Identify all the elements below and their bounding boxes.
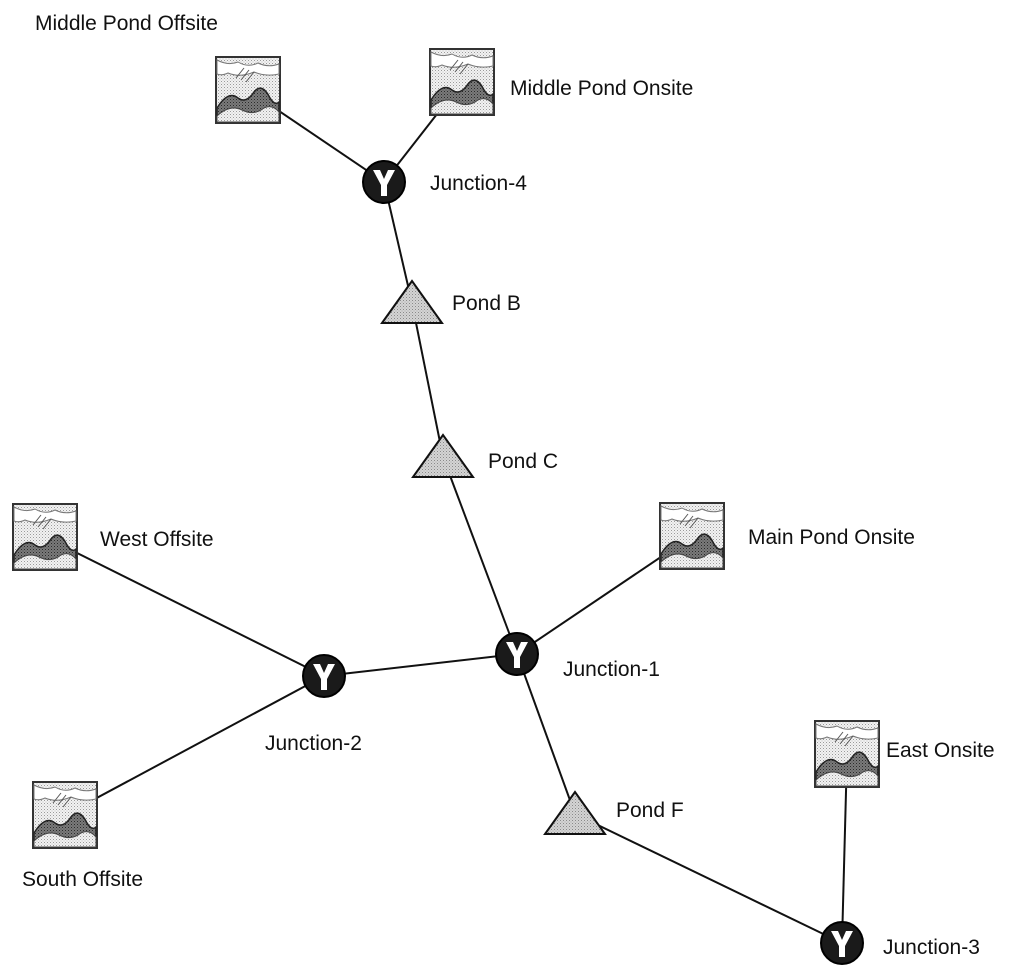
link-junction-2-to-junction-1 — [323, 653, 518, 677]
node-label-east-onsite: East Onsite — [886, 739, 995, 762]
links-layer — [44, 81, 848, 944]
pond-icon — [544, 791, 606, 835]
subbasin-icon — [659, 502, 725, 570]
junction-icon — [362, 160, 406, 204]
junction-icon — [495, 632, 539, 676]
subbasin-node-middle-pond-onsite[interactable] — [429, 48, 495, 116]
pond-node-pond-c[interactable] — [412, 434, 474, 478]
subbasin-node-main-pond-onsite[interactable] — [659, 502, 725, 570]
subbasin-node-middle-pond-offsite[interactable] — [215, 56, 281, 124]
node-label-junction-4: Junction-4 — [430, 172, 527, 195]
pond-node-pond-b[interactable] — [381, 280, 443, 324]
node-label-junction-2: Junction-2 — [265, 732, 362, 755]
link-pond-f-to-junction-3 — [574, 813, 843, 944]
subbasin-icon — [215, 56, 281, 124]
node-label-middle-pond-offsite: Middle Pond Offsite — [35, 12, 218, 35]
junction-node-junction-3[interactable] — [820, 921, 864, 965]
subbasin-node-west-offsite[interactable] — [12, 503, 78, 571]
node-label-west-offsite: West Offsite — [100, 528, 214, 551]
node-label-junction-3: Junction-3 — [883, 936, 980, 959]
node-label-junction-1: Junction-1 — [563, 658, 660, 681]
node-label-south-offsite: South Offsite — [22, 868, 143, 891]
junction-node-junction-1[interactable] — [495, 632, 539, 676]
pond-node-pond-f[interactable] — [544, 791, 606, 835]
node-label-main-pond-onsite: Main Pond Onsite — [748, 526, 915, 549]
subbasin-node-east-onsite[interactable] — [814, 720, 880, 788]
link-pond-c-to-junction-1 — [442, 456, 518, 655]
junction-icon — [302, 654, 346, 698]
junction-node-junction-2[interactable] — [302, 654, 346, 698]
subbasin-icon — [814, 720, 880, 788]
subbasin-icon — [32, 781, 98, 849]
junction-node-junction-4[interactable] — [362, 160, 406, 204]
link-west-offsite-to-junction-2 — [44, 536, 325, 677]
subbasin-icon — [12, 503, 78, 571]
pond-icon — [381, 280, 443, 324]
node-label-pond-b: Pond B — [452, 292, 521, 315]
link-south-offsite-to-junction-2 — [64, 675, 325, 816]
node-label-middle-pond-onsite: Middle Pond Onsite — [510, 77, 693, 100]
link-pond-b-to-pond-c — [411, 302, 444, 458]
link-junction-1-to-pond-f — [516, 653, 576, 815]
pond-icon — [412, 434, 474, 478]
subbasin-node-south-offsite[interactable] — [32, 781, 98, 849]
junction-icon — [820, 921, 864, 965]
node-label-pond-f: Pond F — [616, 799, 684, 822]
subbasin-icon — [429, 48, 495, 116]
node-label-pond-c: Pond C — [488, 450, 558, 473]
